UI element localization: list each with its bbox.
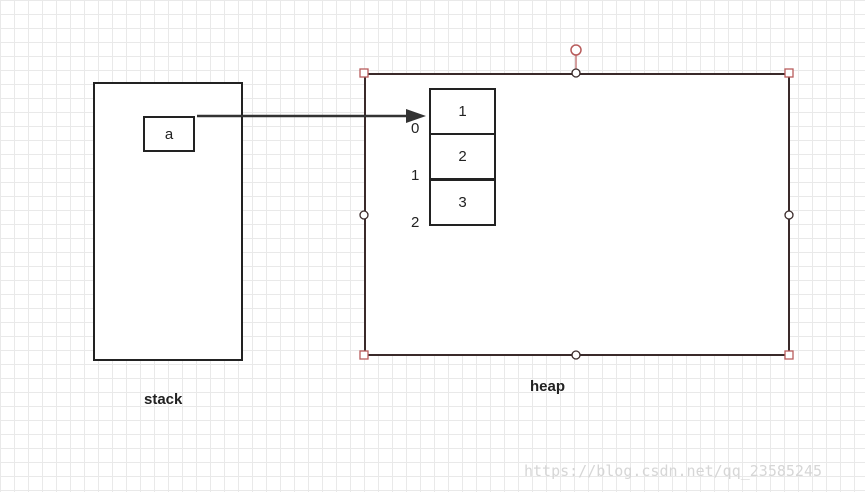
resize-handle-top-right[interactable] bbox=[784, 68, 794, 78]
resize-handle-top[interactable] bbox=[571, 68, 581, 78]
resize-handle-right[interactable] bbox=[784, 210, 794, 220]
array-index-label: 0 bbox=[411, 120, 420, 137]
array-index-label: 1 bbox=[411, 167, 420, 184]
heap-selection-handles bbox=[359, 44, 794, 360]
reference-arrow[interactable] bbox=[197, 109, 426, 123]
resize-handle-bottom[interactable] bbox=[571, 350, 581, 360]
array-cell[interactable]: 1 bbox=[429, 88, 496, 135]
resize-handle-bottom-left[interactable] bbox=[359, 350, 369, 360]
array-cell[interactable]: 3 bbox=[429, 179, 496, 226]
resize-handle-top-left[interactable] bbox=[359, 68, 369, 78]
stack-label: stack bbox=[144, 391, 183, 408]
resize-handle-left[interactable] bbox=[359, 210, 369, 220]
stack-variable-box[interactable]: a bbox=[143, 116, 195, 152]
rotate-handle[interactable] bbox=[570, 44, 582, 56]
watermark: https://blog.csdn.net/qq_23585245 bbox=[524, 462, 823, 480]
resize-handle-bottom-right[interactable] bbox=[784, 350, 794, 360]
heap-label: heap bbox=[530, 378, 566, 395]
array-index-label: 2 bbox=[411, 214, 420, 231]
